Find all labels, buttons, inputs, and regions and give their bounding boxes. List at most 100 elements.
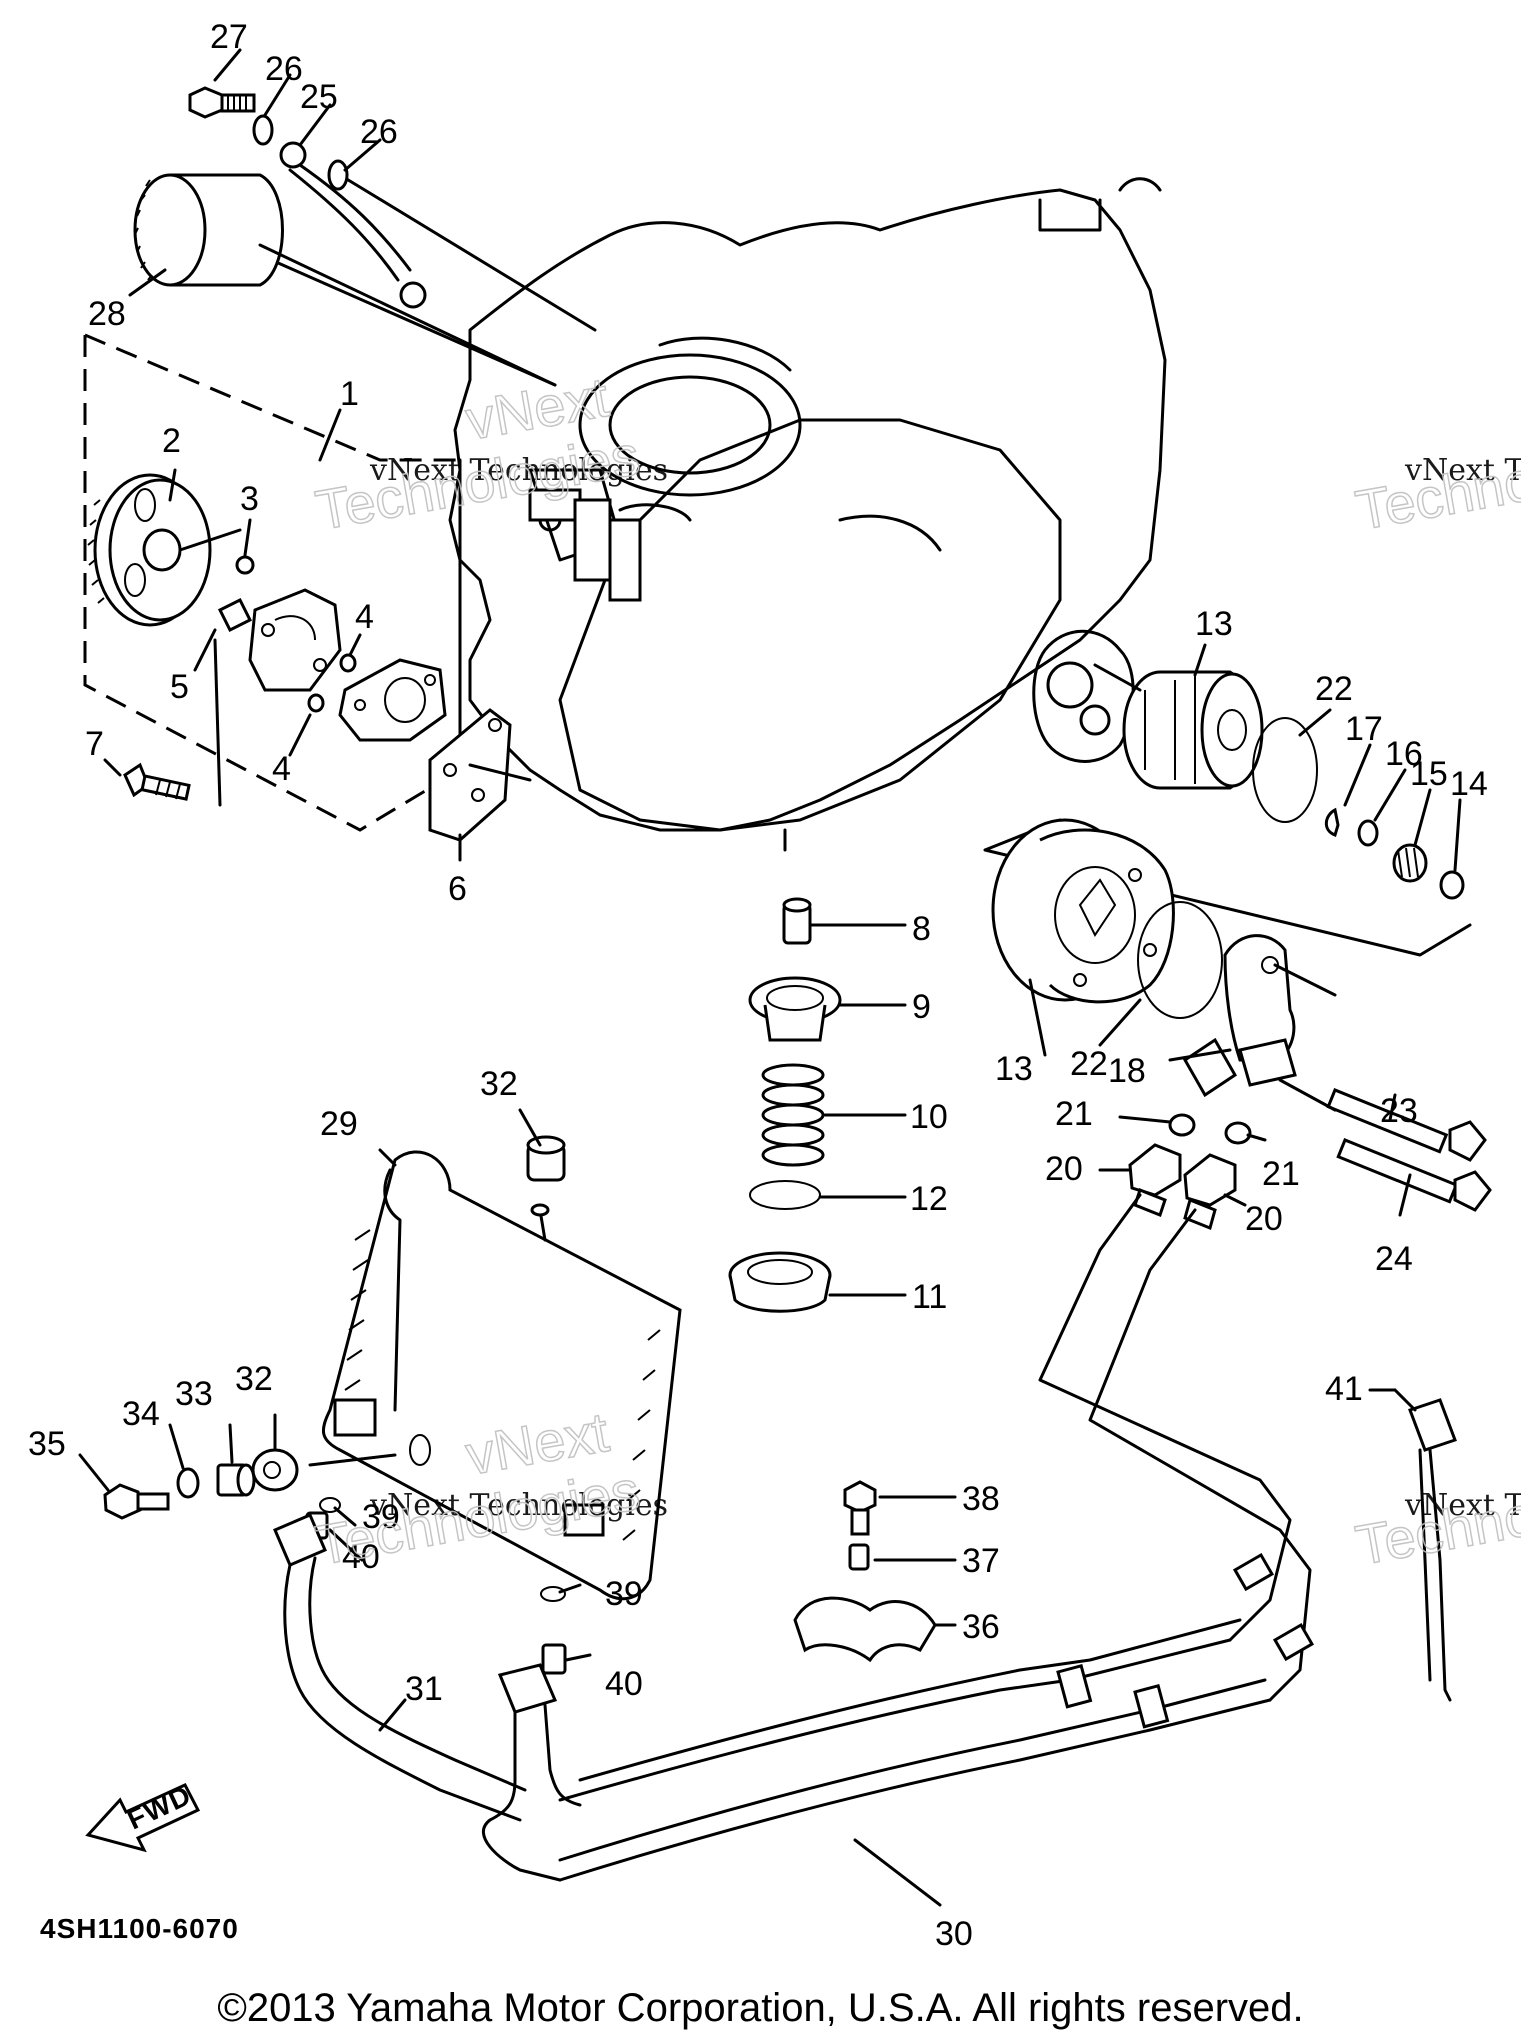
pump-rotor [338, 658, 447, 742]
watermark-text-10: Technologies [1351, 1458, 1521, 1577]
pump-housing [248, 588, 342, 692]
collar-40b [541, 1643, 567, 1675]
callout-6: 6 [448, 870, 467, 908]
oil-pipe-25 [279, 141, 427, 309]
pin-3 [235, 555, 255, 575]
oil-pump-gear-2 [87, 473, 242, 627]
oil-filter-13 [1122, 670, 1264, 790]
callout-21a: 21 [1055, 1095, 1093, 1133]
copyright-notice: ©2013 Yamaha Motor Corporation, U.S.A. A… [217, 1986, 1304, 2030]
cable-tie-41 [1408, 1398, 1457, 1702]
washer-17 [1357, 819, 1379, 847]
callout-26a: 26 [265, 50, 303, 88]
cap-9 [748, 976, 842, 1042]
screw-7 [123, 762, 191, 801]
callout-21b: 21 [1262, 1155, 1300, 1193]
callout-22b: 22 [1070, 1045, 1108, 1083]
callout-12: 12 [910, 1180, 948, 1218]
o-ring-12 [749, 1180, 821, 1210]
callout-20b: 20 [1245, 1200, 1283, 1238]
bolt-35 [103, 1483, 170, 1520]
o-ring-39a [319, 1497, 341, 1513]
crankcase-cover [448, 177, 1167, 852]
washer-21b [1224, 1121, 1252, 1145]
washer-26a [252, 114, 274, 146]
collar-33 [216, 1463, 256, 1497]
callout-29: 29 [320, 1105, 358, 1143]
washer-34 [176, 1467, 200, 1499]
valve-8 [782, 897, 812, 945]
o-ring-22a [1252, 717, 1318, 823]
washer-21a [1168, 1113, 1196, 1137]
bolt-27 [188, 86, 256, 119]
cap-32a [526, 1135, 566, 1182]
callout-15: 14 [1450, 765, 1488, 803]
callout-30: 30 [935, 1915, 973, 1953]
o-ring-39b [540, 1586, 566, 1602]
callout-4b: 4 [272, 750, 291, 788]
callout-25: 25 [300, 78, 338, 116]
callout-14: 13 [995, 1050, 1033, 1088]
callout-17: 16 [1385, 735, 1423, 773]
watermark-text-9: vNext Technologies [1404, 1488, 1521, 1523]
fitting-19 [1183, 934, 1297, 1098]
callout-9: 9 [912, 988, 931, 1026]
callout-18: 17 [1345, 710, 1383, 748]
callout-32a: 32 [480, 1065, 518, 1103]
callout-38: 38 [962, 1480, 1000, 1518]
circlip-18 [1324, 807, 1340, 837]
watermark-text-1: vNext Technologies [369, 453, 668, 488]
callout-41: 41 [1325, 1370, 1363, 1408]
callout-23: 23 [1380, 1092, 1418, 1130]
union-20a [1128, 1143, 1182, 1217]
plug-11 [728, 1251, 832, 1313]
callout-19: 18 [1108, 1052, 1146, 1090]
collar-37 [848, 1543, 870, 1571]
grommet-32b [251, 1448, 299, 1492]
callout-35: 35 [28, 1425, 66, 1463]
watermark-text-5: Technologies [1351, 423, 1521, 542]
union-20b [1183, 1153, 1237, 1231]
bolt-23 [1273, 963, 1487, 1162]
ball-15 [1439, 870, 1465, 900]
callout-22a: 22 [1315, 670, 1353, 708]
callout-39b: 39 [605, 1575, 643, 1613]
callout-1: 1 [340, 375, 359, 413]
callout-3: 3 [240, 480, 259, 518]
fwd-arrow-icon [85, 1783, 201, 1853]
callout-37: 37 [962, 1542, 1000, 1580]
callout-33: 33 [175, 1375, 213, 1413]
assembly-1-outline [83, 333, 461, 832]
callout-24: 24 [1375, 1240, 1413, 1278]
callout-40b: 40 [605, 1665, 643, 1703]
dowel-4a [339, 653, 357, 673]
callout-27: 27 [210, 18, 248, 56]
callout-5: 5 [170, 668, 189, 706]
oil-hose-31 [273, 1513, 527, 1822]
watermark-text-6: vNext Technologies [369, 1488, 668, 1523]
callout-20a: 20 [1045, 1150, 1083, 1188]
watermark-text-4: vNext Technologies [1404, 453, 1521, 488]
part-code: 4SH1100-6070 [40, 1913, 239, 1944]
spring-16 [1392, 843, 1428, 883]
callout-32b: 32 [235, 1360, 273, 1398]
callout-labels: 27 26 25 26 28 1 2 3 4 4 5 6 7 8 9 10 12… [28, 18, 1488, 1953]
callout-11: 11 [912, 1278, 947, 1316]
callout-28: 28 [88, 295, 126, 333]
callout-13: 13 [1195, 605, 1233, 643]
callout-16: 15 [1410, 755, 1448, 793]
bolt-38 [843, 1480, 877, 1536]
callout-40a: 40 [342, 1538, 380, 1576]
callout-36: 36 [962, 1608, 1000, 1646]
callout-39a: 39 [362, 1498, 400, 1536]
callout-26b: 26 [360, 113, 398, 151]
oil-cooler-29 [321, 1150, 682, 1601]
callout-8: 8 [912, 910, 931, 948]
clamp-36 [793, 1596, 937, 1663]
spring-10 [761, 1063, 825, 1167]
bolt-24 [1278, 1078, 1492, 1212]
filter-cover-14 [991, 818, 1175, 1004]
callout-10: 10 [910, 1098, 948, 1136]
gasket-6 [428, 708, 532, 842]
